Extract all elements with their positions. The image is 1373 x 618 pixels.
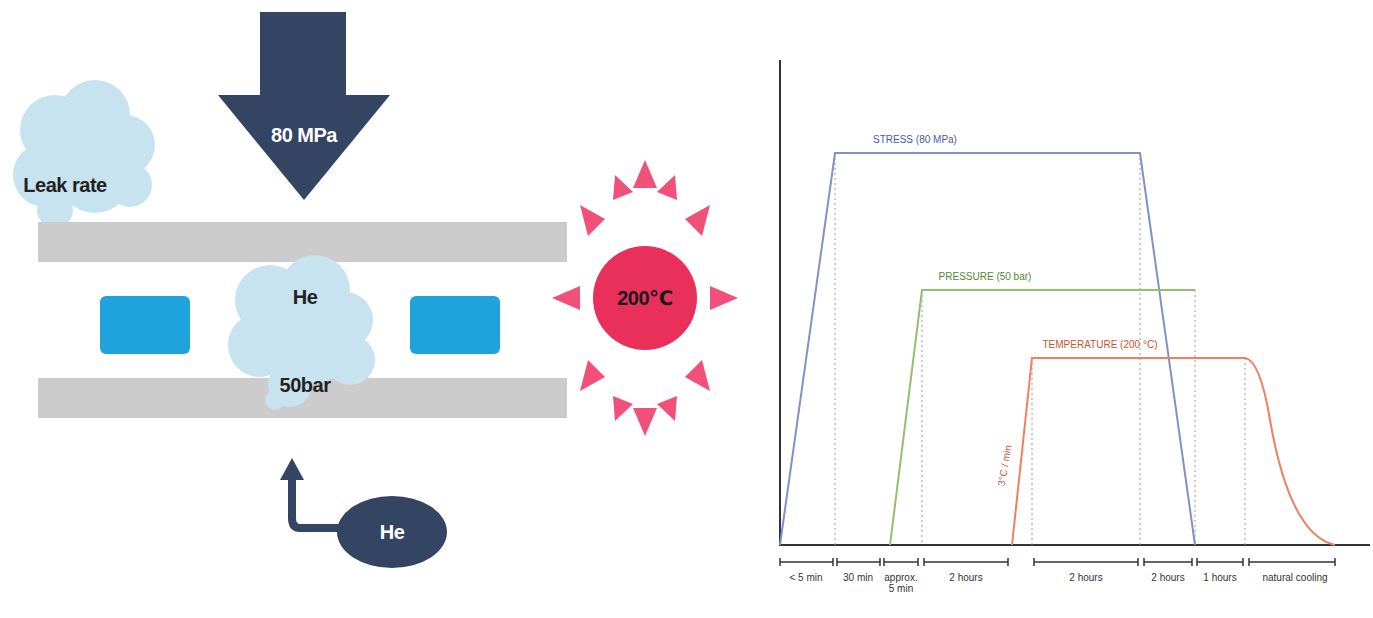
- series-label: TEMPERATURE (200 °C): [1043, 339, 1158, 350]
- temperature-sun: 200℃: [597, 268, 693, 328]
- time-label: 1 hours: [1203, 572, 1236, 583]
- node-text: 200℃: [617, 286, 673, 310]
- time-label: < 5 min: [789, 572, 822, 583]
- sun-disc: [593, 246, 697, 350]
- time-label: 2 hours: [1069, 572, 1102, 583]
- time-label: 30 min: [843, 572, 873, 583]
- helium-source: [337, 496, 447, 568]
- node-text: Leak rate: [23, 154, 106, 216]
- feed-arrow-head: [280, 458, 304, 480]
- sun-rays: [552, 160, 738, 436]
- series-label: STRESS (80 MPa): [873, 134, 957, 145]
- axis-ticks: [780, 558, 1335, 566]
- force-arrow: [218, 12, 390, 200]
- helium-cloud: [228, 255, 375, 410]
- pressure-line: [890, 290, 1195, 545]
- series-label: PRESSURE (50 bar): [939, 271, 1032, 282]
- top-plate: [38, 222, 567, 262]
- leak-rate-cloud: Leak rate: [19, 120, 110, 250]
- rate-label: 3°C / min: [996, 443, 1014, 487]
- time-label: 2 hours: [1151, 572, 1184, 583]
- y-axis: [779, 60, 781, 546]
- node-text: He: [380, 520, 405, 544]
- time-label: 2 hours: [949, 572, 982, 583]
- helium-cloud-label: He 50bar: [250, 285, 360, 397]
- node-text: 80 MPa: [271, 123, 337, 147]
- stress-line: [780, 153, 1195, 545]
- node-text: 50bar: [280, 373, 331, 397]
- node-text: He: [293, 285, 318, 309]
- temperature-line: [1012, 358, 1335, 545]
- time-label: approx. 5 min: [884, 572, 918, 594]
- gasket: [410, 296, 500, 354]
- guide-lines: [835, 153, 1245, 545]
- gasket: [100, 296, 190, 354]
- force-label-arrow: 80 MPa: [236, 110, 372, 160]
- x-axis: [779, 544, 1370, 546]
- leak-cloud: [13, 80, 155, 228]
- time-label: natural cooling: [1262, 572, 1327, 583]
- feed-arrow: [292, 478, 340, 528]
- helium-source-label: He: [347, 508, 437, 556]
